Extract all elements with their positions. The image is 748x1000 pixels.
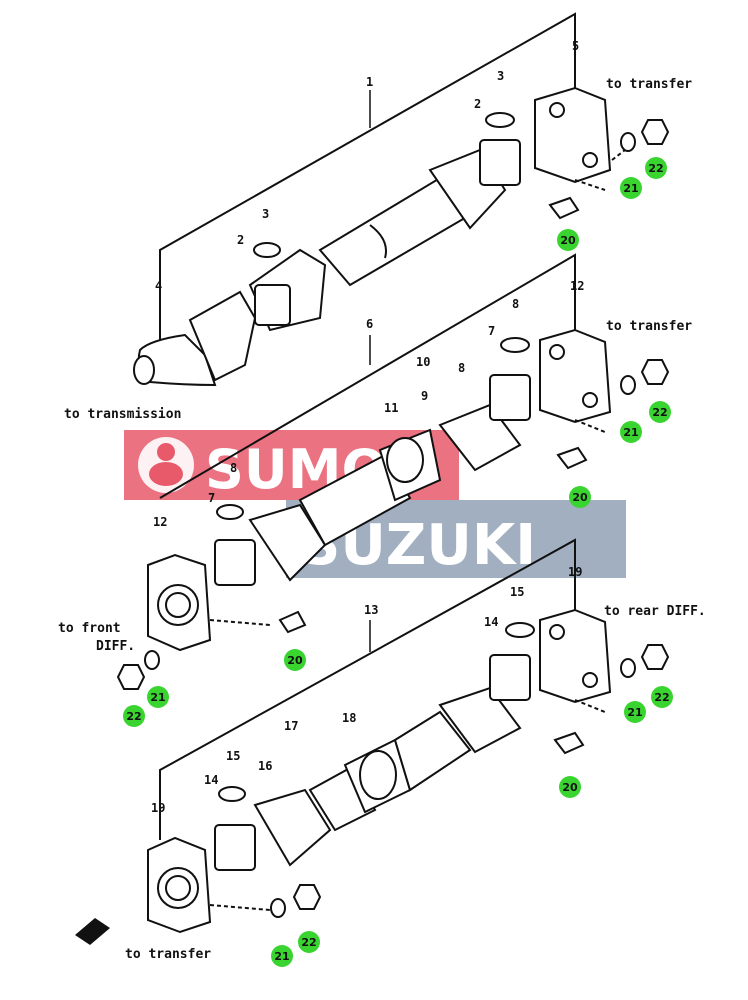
part-number: 2 xyxy=(237,233,244,247)
part-number: 13 xyxy=(364,603,378,617)
part-number: 14 xyxy=(204,773,218,787)
part-number: 1 xyxy=(366,75,373,89)
part-number: 12 xyxy=(570,279,584,293)
part-number: 7 xyxy=(208,491,215,505)
bracket-line-2 xyxy=(159,253,576,499)
part-number: 19 xyxy=(568,565,582,579)
callout-circle xyxy=(123,705,145,727)
shaft-assembly-2 xyxy=(116,253,670,690)
shaft-assembly-3 xyxy=(147,538,670,934)
callout-number: 21 xyxy=(627,706,642,719)
callout-circle xyxy=(624,701,646,723)
part-number: 8 xyxy=(458,361,465,375)
callout-circle xyxy=(569,486,591,508)
callout-circle xyxy=(649,401,671,423)
label-to-transfer-2: to transfer xyxy=(606,319,692,334)
callout-circle xyxy=(651,686,673,708)
part-number: 14 xyxy=(484,615,498,629)
callout-number: 22 xyxy=(654,691,669,704)
callout-circle xyxy=(557,229,579,251)
callout-number: 22 xyxy=(126,710,141,723)
part-number: 11 xyxy=(384,401,398,415)
part-number: 2 xyxy=(474,97,481,111)
shaft-assembly-1 xyxy=(133,12,670,387)
callout-circle xyxy=(559,776,581,798)
callout-number: 21 xyxy=(623,182,638,195)
part-number: 15 xyxy=(510,585,524,599)
part-number: 9 xyxy=(421,389,428,403)
callout-circle xyxy=(620,177,642,199)
direction-labels: to transfer to transfer to transmission … xyxy=(58,77,706,962)
part-number: 6 xyxy=(366,317,373,331)
part-number: 15 xyxy=(226,749,240,763)
part-number: 4 xyxy=(155,279,162,293)
callout-number: 20 xyxy=(287,654,303,667)
green-callout-numbers: 21 22 20 21 22 20 20 21 22 21 22 20 21 2… xyxy=(126,162,669,963)
callout-number: 21 xyxy=(274,950,289,963)
callout-number: 22 xyxy=(301,936,316,949)
callout-number: 20 xyxy=(572,491,588,504)
callout-number: 22 xyxy=(648,162,663,175)
callout-circle xyxy=(284,649,306,671)
green-callouts xyxy=(123,157,673,967)
part-number: 19 xyxy=(151,801,165,815)
part-number: 3 xyxy=(262,207,269,221)
callout-circle xyxy=(147,686,169,708)
callout-number: 20 xyxy=(560,234,576,247)
callout-circle xyxy=(298,931,320,953)
part-number: 3 xyxy=(497,69,504,83)
part-number: 16 xyxy=(258,759,272,773)
front-direction-arrow-icon xyxy=(75,918,110,945)
part-number: 5 xyxy=(572,39,579,53)
callout-circle xyxy=(645,157,667,179)
part-number: 10 xyxy=(416,355,430,369)
callout-number: 20 xyxy=(562,781,578,794)
label-to-rear-diff: to rear DIFF. xyxy=(604,604,706,619)
label-to-front-diff-1: to front xyxy=(58,621,121,636)
part-number: 8 xyxy=(512,297,519,311)
part-number: 8 xyxy=(230,461,237,475)
label-to-transfer-1: to transfer xyxy=(606,77,692,92)
part-number: 7 xyxy=(488,324,495,338)
callout-number: 21 xyxy=(623,426,638,439)
label-to-transmission: to transmission xyxy=(64,407,181,422)
part-number: 17 xyxy=(284,719,298,733)
bracket-line-3 xyxy=(159,538,576,840)
part-number: 12 xyxy=(153,515,167,529)
callout-circle xyxy=(271,945,293,967)
part-numbers: 1 3 2 5 3 2 4 12 8 6 7 10 8 9 11 8 7 12 … xyxy=(151,39,584,815)
callout-number: 22 xyxy=(652,406,667,419)
callout-number: 21 xyxy=(150,691,165,704)
part-number: 18 xyxy=(342,711,356,725)
label-to-front-diff-2: DIFF. xyxy=(96,639,135,654)
callout-circle xyxy=(620,421,642,443)
label-to-transfer-bottom: to transfer xyxy=(125,947,211,962)
